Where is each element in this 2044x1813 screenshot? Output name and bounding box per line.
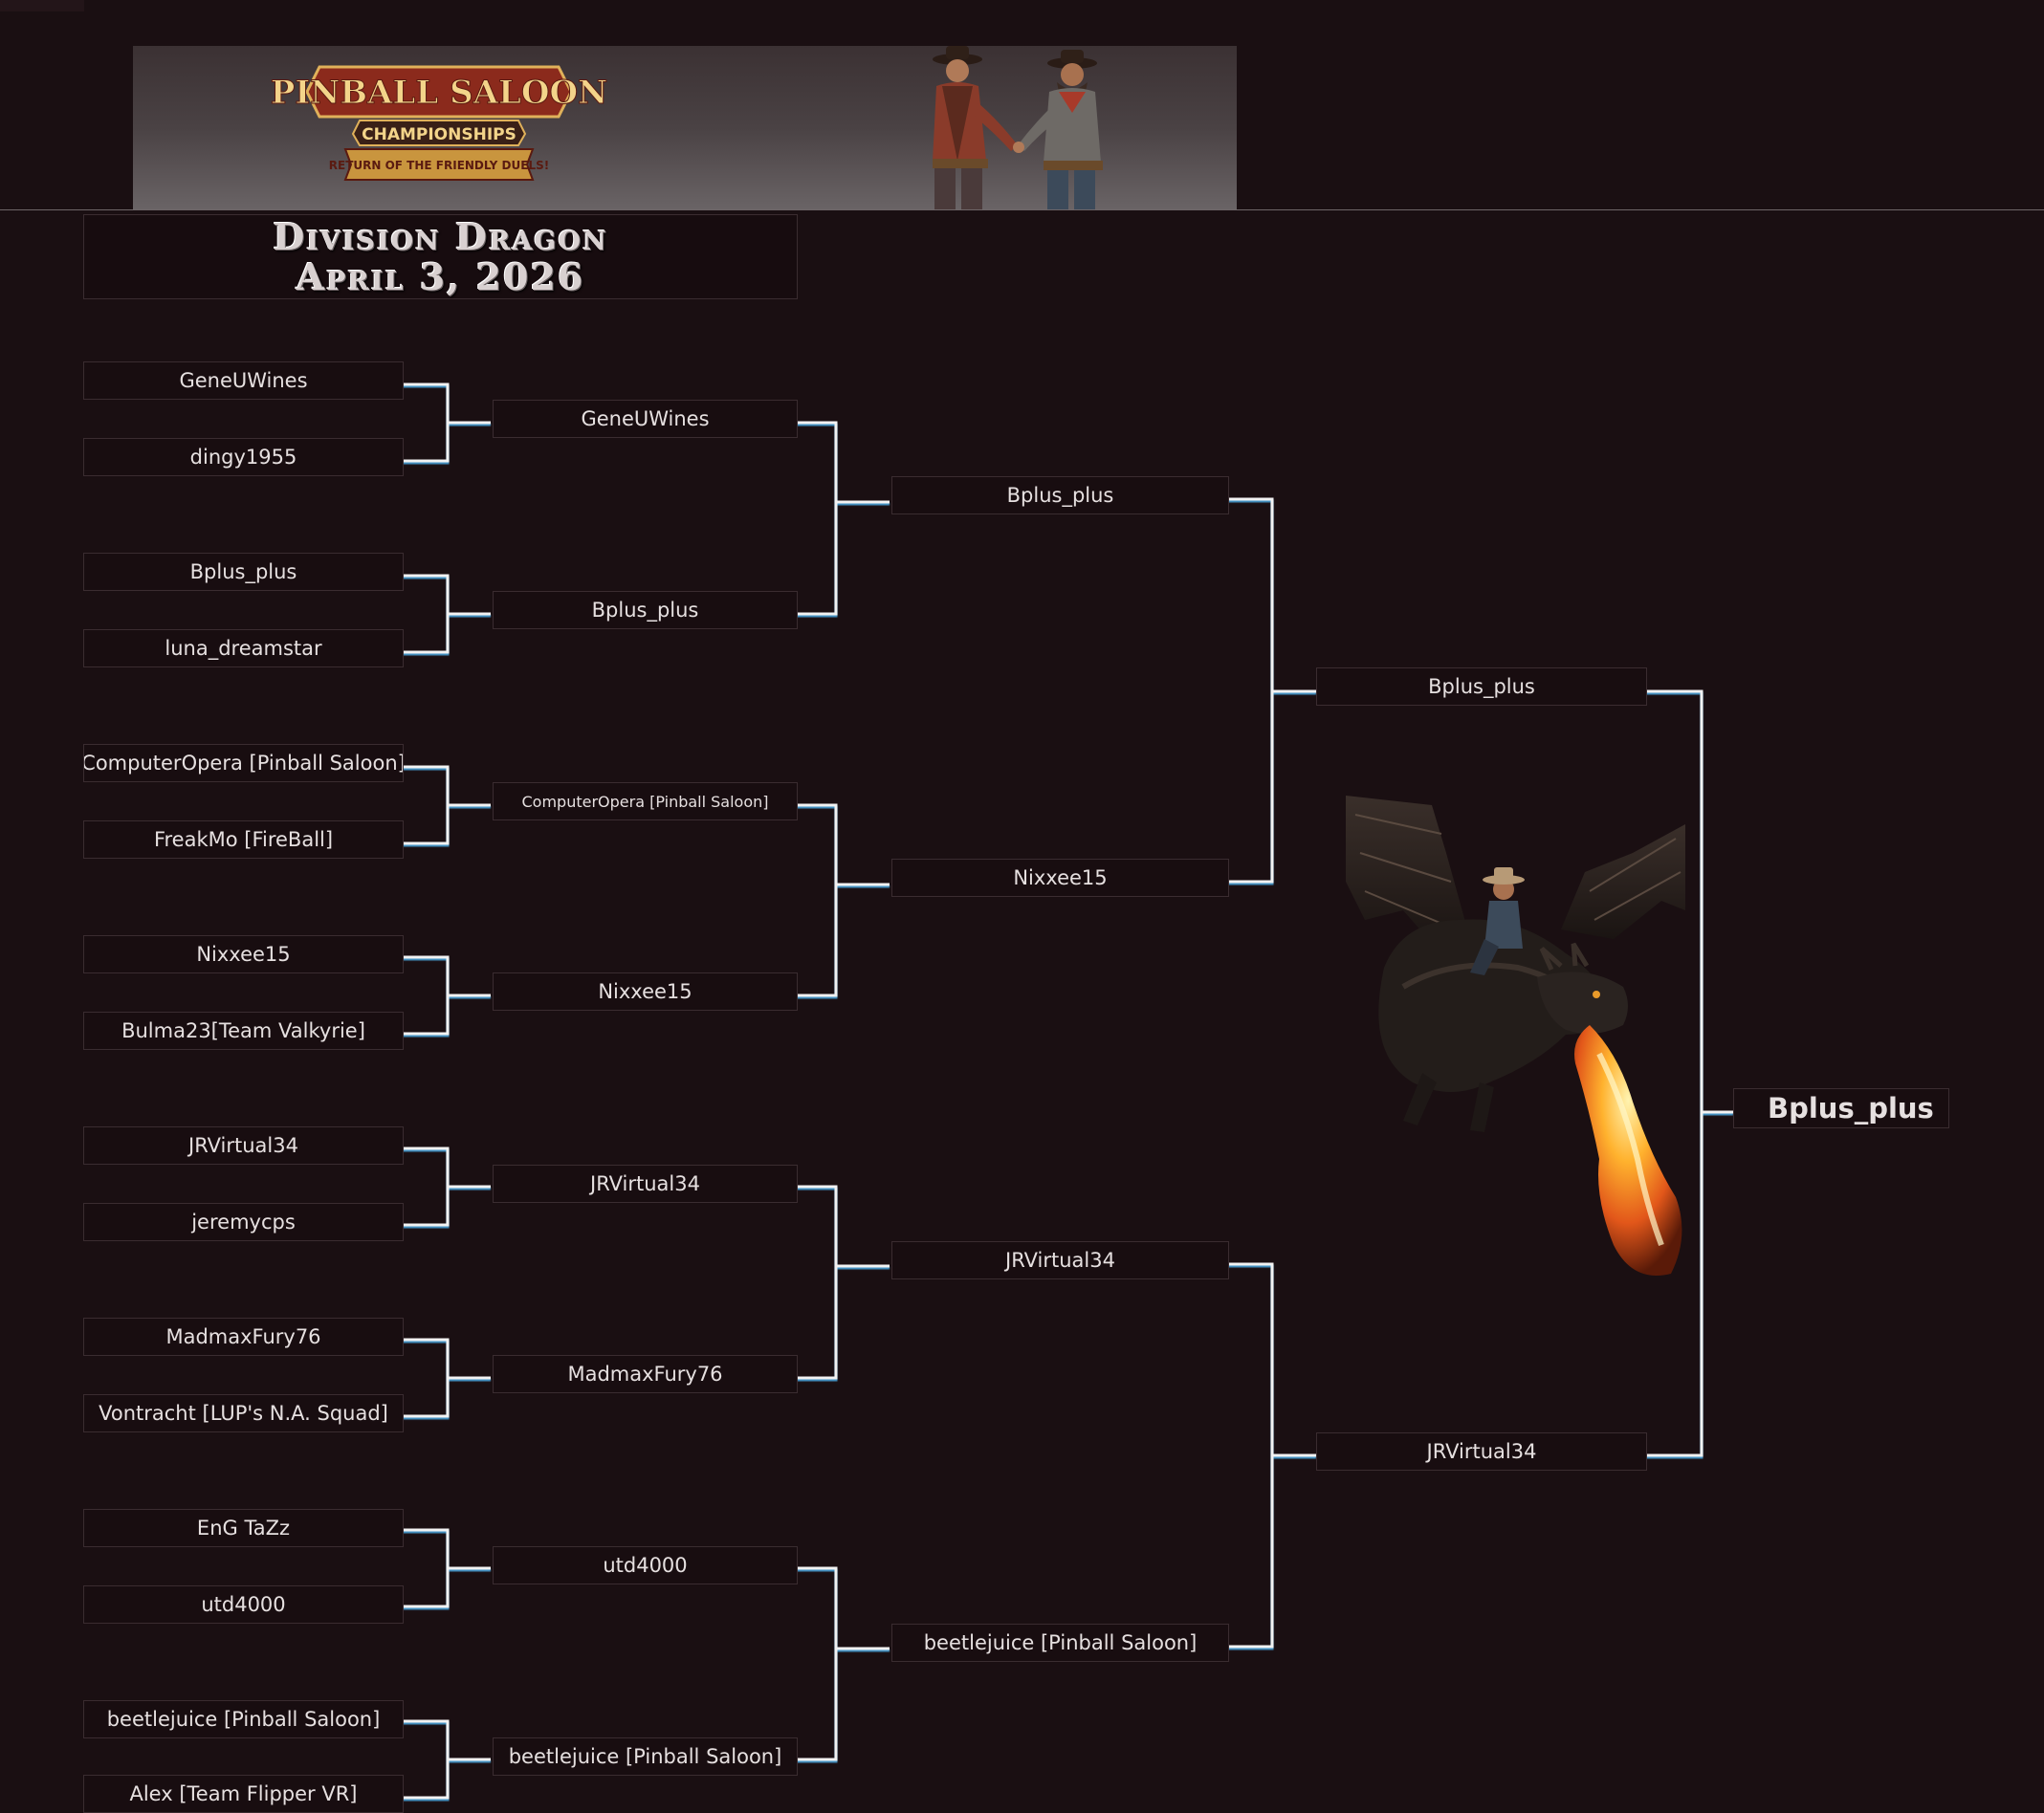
champion-slot: Bplus_plus [1733, 1088, 1949, 1128]
round1-slot-16: Alex [Team Flipper VR] [83, 1775, 404, 1813]
round3-slot-1: Bplus_plus [891, 476, 1229, 514]
cowboys-handshake-icon [933, 46, 1103, 210]
round2-slot-8: beetlejuice [Pinball Saloon] [493, 1737, 798, 1776]
round2-slot-7: utd4000 [493, 1546, 798, 1584]
round2-slot-5: JRVirtual34 [493, 1165, 798, 1203]
banner-art: PINBALL SALOON CHAMPIONSHIPS RETURN OF T… [270, 46, 1103, 210]
round3-slot-4: beetlejuice [Pinball Saloon] [891, 1624, 1229, 1662]
round1-slot-4: luna_dreamstar [83, 629, 404, 667]
round1-slot-9: JRVirtual34 [83, 1126, 404, 1165]
round2-slot-3: ComputerOpera [Pinball Saloon] [493, 782, 798, 820]
round3-slot-3: JRVirtual34 [891, 1241, 1229, 1279]
dragon-rider-icon [1346, 796, 1685, 1276]
division-title-box: Division Dragon April 3, 2026 [83, 214, 798, 299]
round2-slot-2: Bplus_plus [493, 591, 798, 629]
round1-slot-12: Vontracht [LUP's N.A. Squad] [83, 1394, 404, 1432]
round4-slot-1: Bplus_plus [1316, 667, 1647, 706]
division-title: Division Dragon [273, 215, 608, 258]
header-divider [0, 209, 2044, 210]
round1-slot-11: MadmaxFury76 [83, 1318, 404, 1356]
corner-tab [0, 0, 84, 11]
round1-slot-2: dingy1955 [83, 438, 404, 476]
round2-slot-6: MadmaxFury76 [493, 1355, 798, 1393]
logo-subtitle: CHAMPIONSHIPS [362, 125, 516, 144]
round1-slot-7: Nixxee15 [83, 935, 404, 973]
pinball-saloon-logo: PINBALL SALOON CHAMPIONSHIPS RETURN OF T… [270, 65, 608, 181]
round1-slot-5: ComputerOpera [Pinball Saloon] [83, 744, 404, 782]
round1-slot-15: beetlejuice [Pinball Saloon] [83, 1700, 404, 1738]
round2-slot-4: Nixxee15 [493, 972, 798, 1011]
round3-slot-2: Nixxee15 [891, 859, 1229, 897]
round1-slot-14: utd4000 [83, 1585, 404, 1624]
round1-slot-1: GeneUWines [83, 361, 404, 400]
round4-slot-2: JRVirtual34 [1316, 1432, 1647, 1471]
round1-slot-13: EnG TaZz [83, 1509, 404, 1547]
round2-slot-1: GeneUWines [493, 400, 798, 438]
logo-title: PINBALL SALOON [271, 74, 607, 112]
round1-slot-3: Bplus_plus [83, 553, 404, 591]
round1-slot-8: Bulma23[Team Valkyrie] [83, 1012, 404, 1050]
round1-slot-6: FreakMo [FireBall] [83, 820, 404, 859]
logo-tagline: RETURN OF THE FRIENDLY DUELS! [329, 159, 549, 172]
header-banner: PINBALL SALOON CHAMPIONSHIPS RETURN OF T… [133, 46, 1237, 210]
event-date: April 3, 2026 [296, 255, 585, 298]
round1-slot-10: jeremycps [83, 1203, 404, 1241]
